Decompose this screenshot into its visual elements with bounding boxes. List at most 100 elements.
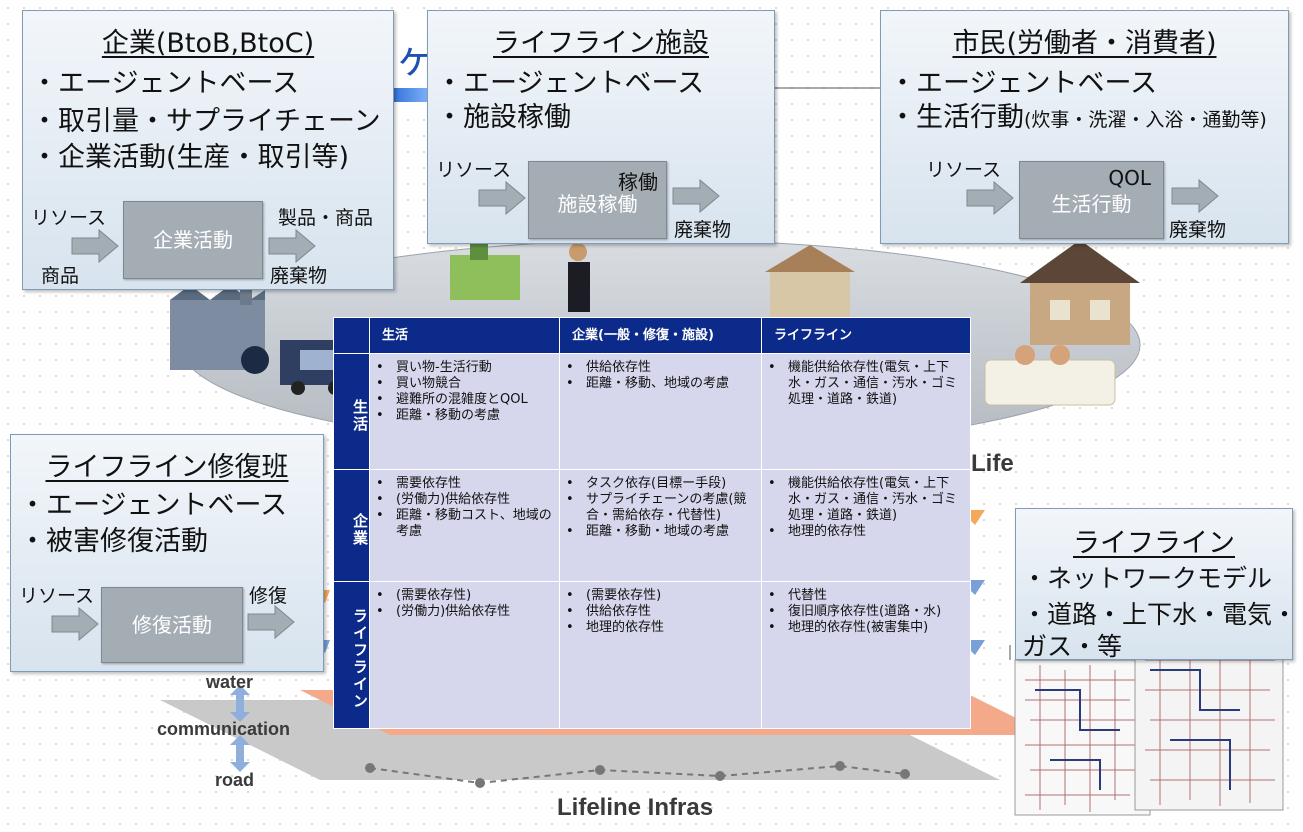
repair-process-box: 修復活動 [101,587,243,663]
road-label: road [215,770,255,790]
matrix-cell-list: 代替性復旧順序依存性(道路・水)地理的依存性(被害集中) [768,588,964,636]
matrix-cell-item: 避難所の混雑度とQOL [376,392,553,408]
company-bullet-3: ・企業活動(生産・取引等) [31,142,350,173]
facility-output-waste: 廃棄物 [674,219,732,241]
lifeline-network-callout: ライフライン ・ネットワークモデル ・道路・上下水・電気・ ガス・等 [1015,508,1297,661]
company-input-arrow-icon [71,229,119,263]
facility-illustration [450,232,520,300]
citizen-process-label: 生活行動 [1051,192,1132,216]
matrix-cell: 機能供給依存性(電気・上下水・ガス・通信・汚水・ゴミ処理・道路・鉄道)地理的依存… [761,469,971,582]
dependency-matrix-table: 生活 企業(一般・修復・施設) ライフライン 生活買い物-生活行動買い物競合避難… [333,317,971,729]
matrix-cell-item: 機能供給依存性(電気・上下水・ガス・通信・汚水・ゴミ処理・道路・鉄道) [768,476,964,524]
matrix-cell-item: 地理的依存性 [768,524,964,540]
house-illustration-1 [765,245,855,320]
matrix-cell-item: 復旧順序依存性(道路・水) [768,604,964,620]
company-title: 企業(BtoB,BtoC) [101,28,315,59]
matrix-cell-item: 買い物-生活行動 [376,360,553,376]
house-illustration-2 [1020,240,1140,345]
matrix-cell-item: 地理的依存性 [566,620,755,636]
layer-arrows [230,685,250,772]
repair-output-repair: 修復 [249,585,288,607]
facility-input-resource: リソース [436,159,512,181]
matrix-cell-item: 供給依存性 [566,604,755,620]
node-marker [241,346,269,374]
communication-label: communication [157,719,291,739]
repair-team-callout: ライフライン修復班 ・エージェントベース ・被害修復活動 リソース 修復活動 修… [10,434,324,672]
citizen-output-arrow-icon [1171,179,1219,213]
facility-bullet-1: ・エージェントベース [436,68,705,99]
facility-process-box: 稼働 施設稼働 [528,161,667,239]
lifeline-facility-callout: ライフライン施設 ・エージェントベース ・施設稼働 リソース 稼働 施設稼働 廃… [427,10,775,244]
matrix-cell: 代替性復旧順序依存性(道路・水)地理的依存性(被害集中) [761,581,971,729]
citizen-callout: 市民(労働者・消費者) ・エージェントベース ・生活行動(炊事・洗濯・入浴・通勤… [880,10,1289,244]
matrix-cell: タスク依存(目標ー手段)サプライチェーンの考慮(競合・需給依存・代替性)距離・移… [559,469,762,582]
company-bullet-2: ・取引量・サプライチェーン [31,106,381,137]
matrix-cell-list: 需要依存性(労働力)供給依存性距離・移動コスト、地域の考慮 [376,476,553,540]
matrix-cell-list: (需要依存性)(労働力)供給依存性 [376,588,553,620]
company-process-box: 企業活動 [123,201,263,279]
matrix-cell-item: (需要依存性) [566,588,755,604]
company-output-arrow-icon [268,229,316,263]
network-map-left [1014,659,1151,816]
company-input-resource: リソース [31,207,107,229]
matrix-cell-item: 距離・移動、地域の考慮 [566,376,755,392]
life-label: Life [971,450,1014,477]
matrix-row-header: ライフライン [333,581,370,729]
matrix-cell: 供給依存性距離・移動、地域の考慮 [559,353,762,470]
matrix-cell-item: 買い物競合 [376,376,553,392]
company-input-goods: 商品 [41,265,80,287]
citizen-input-arrow-icon [966,181,1014,215]
facility-title: ライフライン施設 [493,28,709,59]
matrix-header-row: 生活 企業(一般・修復・施設) ライフライン [333,317,971,354]
facility-input-arrow-icon [478,181,526,215]
facility-process-label: 施設稼働 [557,192,638,216]
matrix-row-header: 企業 [333,469,370,582]
matrix-cell-list: 供給依存性距離・移動、地域の考慮 [566,360,755,392]
matrix-cell-item: (労働力)供給依存性 [376,492,553,508]
repair-bullet-2: ・被害修復活動 [19,526,208,557]
citizen-process-top: QOL [1108,166,1151,190]
matrix-cell-item: 代替性 [768,588,964,604]
citizen-process-box: QOL 生活行動 [1019,161,1164,239]
matrix-cell-item: 距離・移動・地域の考慮 [566,524,755,540]
network-title: ライフライン [1073,528,1235,559]
title-fragment-bar [382,88,437,102]
matrix-cell-item: 供給依存性 [566,360,755,376]
matrix-row-header: 生活 [333,353,370,470]
matrix-cell-item: (労働力)供給依存性 [376,604,553,620]
matrix-cell: 機能供給依存性(電気・上下水・ガス・通信・汚水・ゴミ処理・道路・鉄道) [761,353,971,470]
matrix-cell-item: 機能供給依存性(電気・上下水・ガス・通信・汚水・ゴミ処理・道路・鉄道) [768,360,964,408]
matrix-cell-item: (需要依存性) [376,588,553,604]
matrix-cell-item: タスク依存(目標ー手段) [566,476,755,492]
matrix-cell-list: 機能供給依存性(電気・上下水・ガス・通信・汚水・ゴミ処理・道路・鉄道) [768,360,964,408]
matrix-row: 企業需要依存性(労働力)供給依存性距離・移動コスト、地域の考慮タスク依存(目標ー… [333,469,971,582]
matrix-cell: (需要依存性)供給依存性地理的依存性 [559,581,762,729]
repair-input-resource: リソース [19,585,95,607]
repair-title: ライフライン修復班 [45,452,289,483]
company-callout: 企業(BtoB,BtoC) ・エージェントベース ・取引量・サプライチェーン ・… [22,10,394,290]
lifeline-infras-label: Lifeline Infras [557,794,714,821]
bath-illustration [984,345,1116,406]
repair-bullet-1: ・エージェントベース [19,490,288,521]
facility-bullet-2: ・施設稼働 [436,102,571,133]
matrix-cell: 需要依存性(労働力)供給依存性距離・移動コスト、地域の考慮 [369,469,560,582]
network-bullet-1: ・ネットワークモデル [1022,564,1273,593]
citizen-output-waste: 廃棄物 [1169,219,1227,241]
facility-process-top: 稼働 [618,170,658,194]
company-output-products: 製品・商品 [278,207,374,229]
matrix-cell-list: 買い物-生活行動買い物競合避難所の混雑度とQOL距離・移動の考慮 [376,360,553,424]
network-bullet-2: ・道路・上下水・電気・ [1022,600,1298,629]
matrix-cell-item: 需要依存性 [376,476,553,492]
matrix-cell-list: (需要依存性)供給依存性地理的依存性 [566,588,755,636]
citizen-title: 市民(労働者・消費者) [952,28,1217,59]
water-label: water [206,672,254,692]
matrix-col-header-company: 企業(一般・修復・施設) [559,317,762,354]
company-bullet-1: ・エージェントベース [31,68,300,99]
matrix-cell-item: 地理的依存性(被害集中) [768,620,964,636]
matrix-cell-list: 機能供給依存性(電気・上下水・ガス・通信・汚水・ゴミ処理・道路・鉄道)地理的依存… [768,476,964,540]
network-map-right [1134,641,1284,811]
matrix-col-header-lifeline: ライフライン [761,317,971,354]
matrix-cell-item: 距離・移動コスト、地域の考慮 [376,508,553,540]
matrix-row: 生活買い物-生活行動買い物競合避難所の混雑度とQOL距離・移動の考慮供給依存性距… [333,353,971,470]
matrix-cell-item: 距離・移動の考慮 [376,408,553,424]
